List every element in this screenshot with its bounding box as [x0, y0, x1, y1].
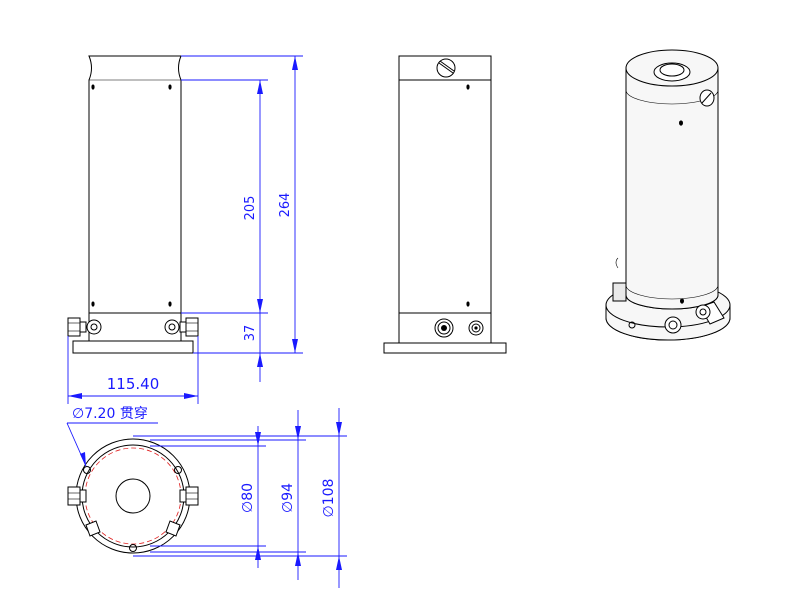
- iso-top-screw: [699, 89, 715, 107]
- left-connector: [67, 317, 102, 337]
- top-connector-left: [67, 486, 87, 506]
- front-dimensions: 264 205 37 115.40: [67, 55, 303, 404]
- screw-holes: [91, 84, 172, 307]
- side-screw-head: [436, 58, 456, 78]
- dia-80-label: ∅80: [240, 483, 256, 513]
- iso-connector-front: [664, 316, 682, 334]
- top-view: [67, 438, 199, 554]
- front-view: [67, 55, 199, 354]
- isometric-view: [605, 49, 731, 341]
- hole-note-label: ∅7.20 贯穿: [72, 406, 148, 422]
- top-connector-right: [179, 486, 199, 506]
- hole-annotation: ∅7.20 贯穿: [66, 406, 158, 467]
- right-connector: [164, 317, 199, 337]
- dia-94-label: ∅94: [280, 483, 296, 513]
- side-view: [383, 55, 507, 354]
- top-dimensions: ∅80 ∅94 ∅108: [133, 408, 347, 588]
- side-connector-left: [434, 318, 454, 338]
- dim-264-label: 264: [278, 193, 293, 218]
- bottom-tabs: [85, 520, 181, 537]
- side-connector-right: [468, 320, 484, 336]
- dia-108-label: ∅108: [321, 479, 337, 518]
- dim-115-label: 115.40: [107, 375, 160, 393]
- iso-connector-right: [695, 301, 725, 325]
- dim-205-label: 205: [243, 196, 258, 221]
- dim-37-label: 37: [243, 325, 258, 342]
